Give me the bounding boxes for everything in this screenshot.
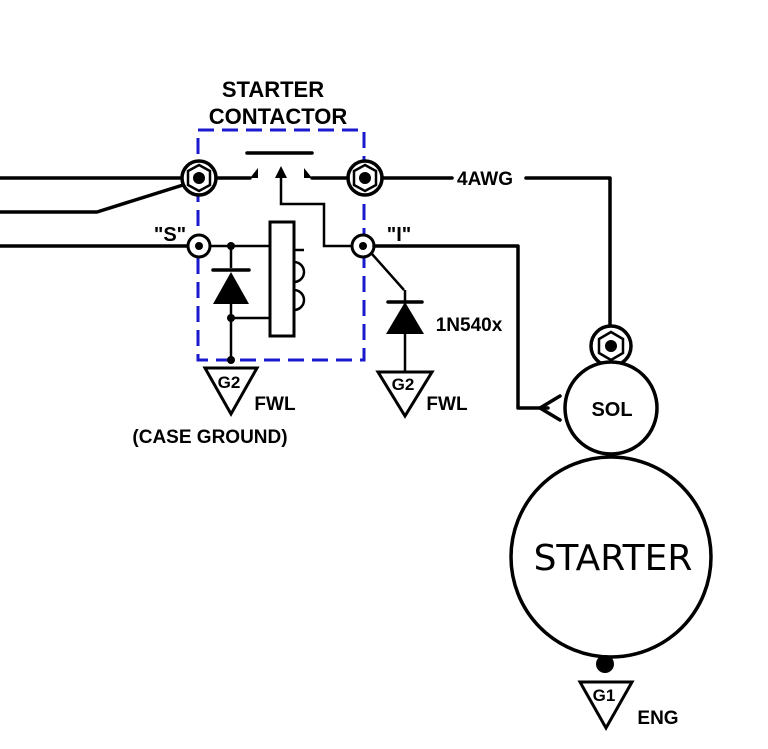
starter-motor-body [509, 455, 713, 659]
solenoid-label: SOL [591, 399, 632, 421]
case-ground-note: (CASE GROUND) [132, 427, 287, 448]
terminal-s-label: "S" [154, 224, 186, 246]
engine-ground-symbol [577, 655, 635, 732]
terminal-i-label: "I" [387, 224, 412, 246]
starter-stud-terminal [346, 159, 384, 197]
diode-ground-symbol [375, 370, 435, 419]
diode-ground-location: FWL [426, 394, 468, 415]
engine-ground-location: ENG [637, 708, 678, 729]
wire-i-to-solenoid [372, 244, 550, 410]
terminal-i [350, 233, 376, 259]
case-ground-code: G2 [218, 373, 241, 392]
contactor-title-line2: CONTACTOR [209, 104, 348, 129]
starter-motor-label: STARTER [534, 538, 693, 579]
contactor-coil [210, 220, 306, 360]
battery-stud-terminal [180, 159, 218, 197]
solenoid-body [563, 360, 659, 456]
case-ground-symbol [202, 356, 260, 418]
solenoid-stud [589, 324, 633, 368]
contactor-title-line1: STARTER [222, 77, 324, 102]
flyback-diode [371, 253, 424, 372]
terminal-s [186, 233, 212, 259]
engine-ground-code: G1 [593, 686, 616, 705]
wire-4awg-right [524, 176, 612, 332]
diode-part-label: 1N540x [436, 315, 503, 336]
incoming-wires [0, 176, 189, 248]
diode-ground-code: G2 [392, 375, 415, 394]
contactor-switch [214, 151, 352, 248]
wire-gauge-label: 4AWG [457, 169, 513, 190]
case-ground-location: FWL [254, 394, 296, 415]
solenoid-connector-arrow [538, 394, 562, 422]
